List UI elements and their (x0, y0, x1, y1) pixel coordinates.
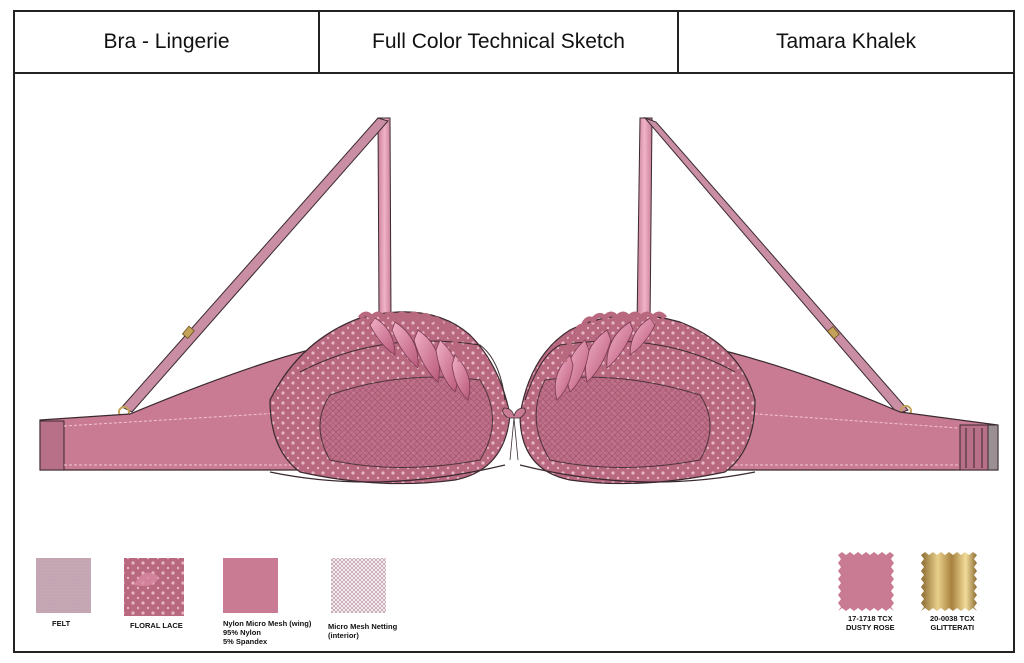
left-cup (269, 311, 511, 485)
color-chip-glitterati (921, 552, 977, 611)
right-front-strap (636, 117, 653, 326)
left-band-end (39, 420, 65, 471)
chip-label-glitterati: 20-0038 TCX GLITTERATI (930, 614, 975, 632)
right-back-strap (643, 116, 912, 417)
left-back-strap (118, 117, 389, 418)
fabric-swatch-nylon-mesh (223, 558, 278, 613)
fabric-label-felt: FELT (52, 619, 71, 628)
right-slider (826, 326, 840, 340)
color-chip-dusty-rose (838, 552, 894, 611)
fabric-label-floral-lace: FLORAL LACE (130, 621, 183, 630)
chip-label-dusty-rose: 17-1718 TCX DUSTY ROSE (846, 614, 895, 632)
center-bow (502, 407, 526, 461)
tech-sheet: Bra - Lingerie Full Color Technical Sket… (13, 10, 1015, 653)
right-wing (699, 344, 999, 471)
fabric-label-micro-mesh: Micro Mesh Netting (interior) (328, 622, 398, 640)
category-title: Bra - Lingerie (15, 12, 320, 72)
left-slider (181, 325, 195, 339)
fabric-swatch-felt (36, 558, 91, 613)
fabric-swatch-floral-lace (124, 558, 184, 616)
left-wing (39, 344, 331, 471)
left-front-strap (377, 117, 392, 321)
header-row: Bra - Lingerie Full Color Technical Sket… (15, 12, 1013, 74)
sheet-type-title: Full Color Technical Sketch (320, 12, 679, 72)
designer-name: Tamara Khalek (775, 30, 917, 53)
fabric-label-nylon-mesh: Nylon Micro Mesh (wing) 95% Nylon 5% Spa… (223, 619, 312, 646)
fabric-swatch-micro-mesh (331, 558, 386, 613)
right-cup (519, 311, 756, 485)
